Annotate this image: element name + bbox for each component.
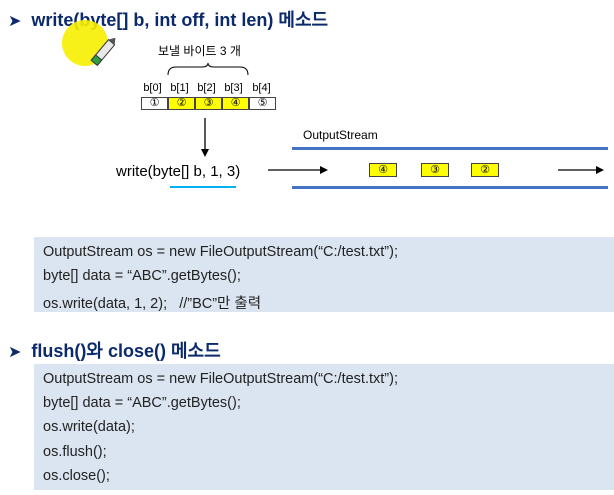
stream-byte-cell: ② [471, 163, 499, 177]
byte-cell: ② [168, 97, 195, 110]
stream-top-line [292, 147, 608, 150]
code-block-write: OutputStream os = new FileOutputStream(“… [34, 237, 614, 312]
bullet-arrow-icon: ➤ [8, 13, 22, 30]
right-arrow-icon [268, 166, 328, 174]
byte-cell: ④ [222, 97, 249, 110]
code-line: OutputStream os = new FileOutputStream(“… [43, 244, 398, 260]
code-line: os.write(data); [43, 419, 135, 435]
brace-icon [167, 62, 249, 76]
heading-text: flush()와 close() 메소드 [31, 341, 221, 361]
code-line: os.close(); [43, 468, 110, 484]
index-label: b[2] [197, 82, 216, 94]
call-underline [170, 186, 236, 188]
stream-bottom-line [292, 186, 608, 189]
bytes-to-send-label: 보낼 바이트 3 개 [158, 44, 241, 58]
code-line: OutputStream os = new FileOutputStream(“… [43, 371, 398, 387]
heading-text: write(byte[] b, int off, int len) 메소드 [31, 10, 329, 30]
stream-byte-cell: ③ [421, 163, 449, 177]
section-heading-flush-close: ➤ flush()와 close() 메소드 [8, 337, 221, 363]
index-label: b[4] [252, 82, 271, 94]
code-line: byte[] data = “ABC”.getBytes(); [43, 395, 241, 411]
stream-arrow-icon [558, 166, 604, 174]
byte-cell: ① [141, 97, 168, 110]
index-label: b[1] [170, 82, 189, 94]
index-label: b[0] [143, 82, 162, 94]
code-block-flush-close: OutputStream os = new FileOutputStream(“… [34, 364, 614, 490]
bullet-arrow-icon: ➤ [8, 344, 22, 361]
code-line: os.flush(); [43, 444, 107, 460]
section-heading-write: ➤ write(byte[] b, int off, int len) 메소드 [8, 6, 328, 32]
index-label: b[3] [224, 82, 243, 94]
write-call-text: write(byte[] b, 1, 3) [116, 163, 241, 180]
byte-cell: ⑤ [249, 97, 276, 110]
stream-byte-cell: ④ [369, 163, 397, 177]
output-stream-label: OutputStream [303, 128, 378, 142]
pen-icon [90, 38, 116, 67]
code-line: byte[] data = “ABC”.getBytes(); [43, 268, 241, 284]
byte-cell: ③ [195, 97, 222, 110]
code-line: os.write(data, 1, 2); //”BC”만 출력 [43, 296, 262, 312]
down-arrow-icon [201, 118, 209, 157]
